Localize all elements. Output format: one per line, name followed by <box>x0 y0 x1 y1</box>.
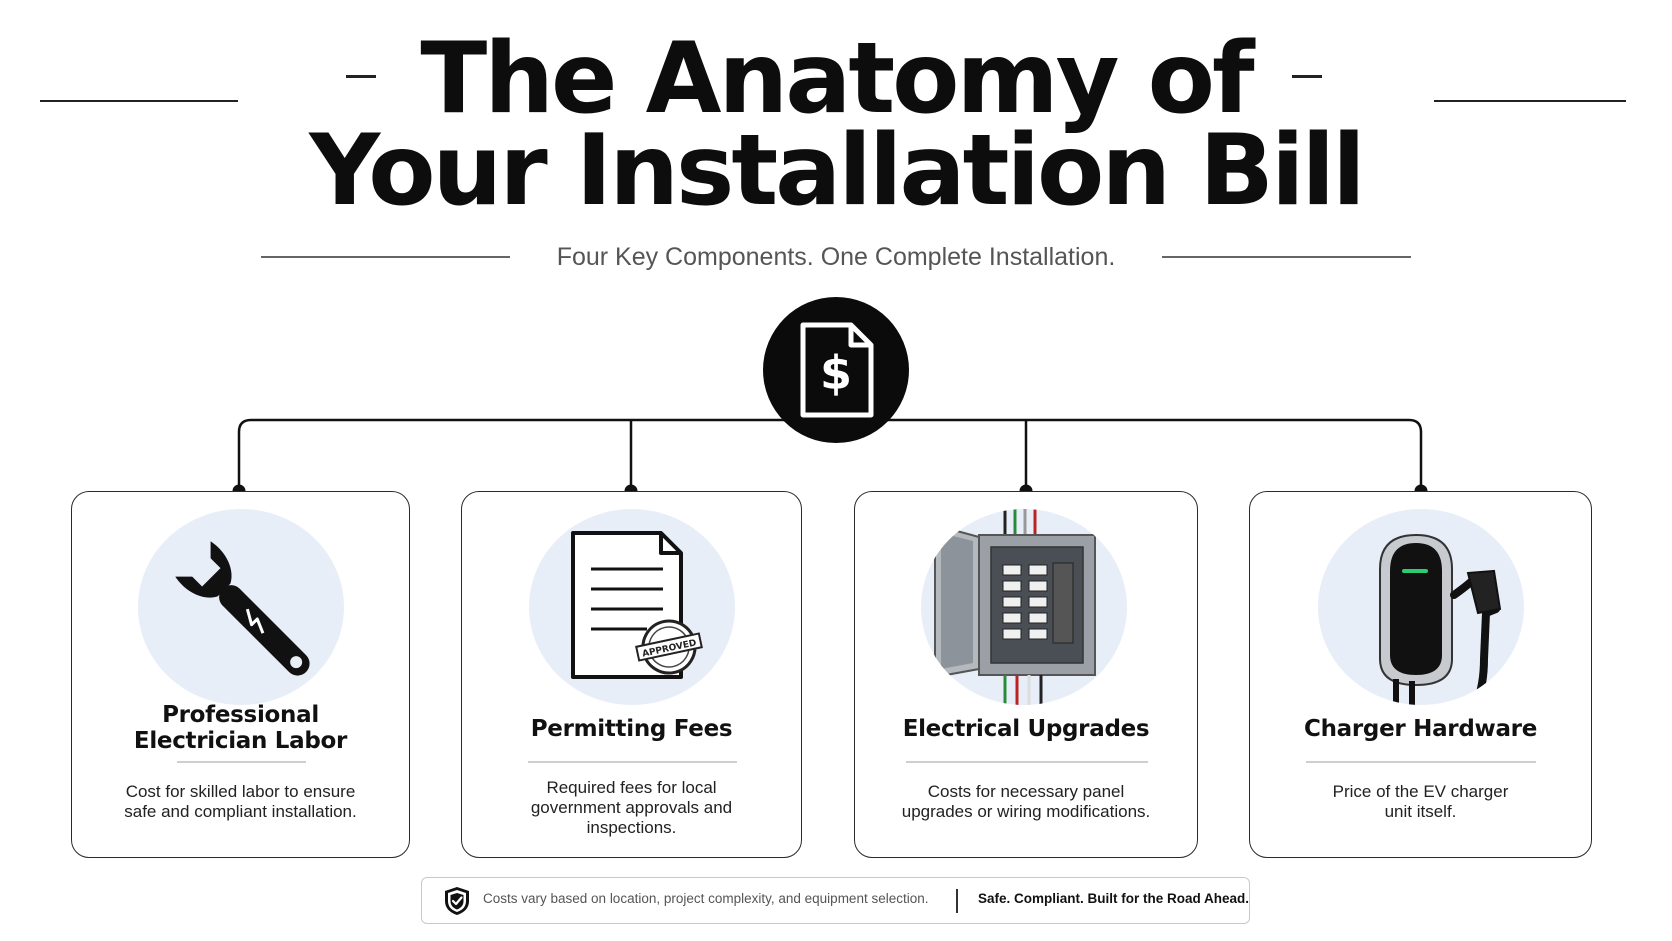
card-charger-hardware: Charger Hardware Price of the EV charger… <box>1249 491 1592 858</box>
card-icon-bubble <box>1318 509 1524 705</box>
page-title-line-1: The Anatomy of <box>420 22 1254 136</box>
card-divider <box>177 761 306 763</box>
card-electrician-labor: Professional Electrician Labor Cost for … <box>71 491 410 858</box>
card-desc-line-1: Price of the EV charger <box>1332 782 1509 801</box>
card-title-line-1: Professional <box>162 702 319 728</box>
card-icon-bubble <box>138 509 344 705</box>
title-rule-left <box>40 100 238 102</box>
card-desc-line-2: upgrades or wiring modifications. <box>901 802 1151 821</box>
subtitle-rule-left <box>261 256 510 258</box>
card-icon-bubble <box>921 509 1127 705</box>
svg-text:$: $ <box>820 346 852 400</box>
footer-tagline: Safe. Compliant. Built for the Road Ahea… <box>978 891 1250 906</box>
card-desc-line-1: Required fees for local <box>546 778 717 797</box>
card-title: Electrical Upgrades <box>902 716 1150 742</box>
card-electrical-upgrades: Electrical Upgrades Costs for necessary … <box>854 491 1198 858</box>
card-divider <box>528 761 737 763</box>
card-divider <box>1306 761 1536 763</box>
footer-divider <box>956 889 958 913</box>
card-title: Charger Hardware <box>1303 716 1538 742</box>
card-desc-line-3: inspections. <box>586 818 677 837</box>
card-permitting-fees: APPROVED Permitting Fees Required fees f… <box>461 491 802 858</box>
title-rule-inner-right <box>1292 75 1322 78</box>
invoice-dollar-icon: $ <box>763 297 909 443</box>
permit-document-icon: APPROVED <box>571 531 703 679</box>
card-desc-line-2: safe and compliant installation. <box>124 802 357 821</box>
card-desc-line-2: government approvals and <box>530 798 733 817</box>
footer-bar: Costs vary based on location, project co… <box>421 877 1250 924</box>
card-title: Permitting Fees <box>530 716 733 742</box>
card-desc-line-1: Costs for necessary panel <box>927 782 1125 801</box>
card-divider <box>906 761 1148 763</box>
page-title-line-2: Your Installation Bill <box>309 114 1366 228</box>
subtitle-rule-right <box>1162 256 1411 258</box>
card-icon-bubble: APPROVED <box>529 509 735 705</box>
title-rule-inner-left <box>346 75 376 78</box>
footer-note: Costs vary based on location, project co… <box>483 891 929 906</box>
wrench-icon <box>175 541 310 676</box>
ev-charger-icon <box>1379 533 1502 705</box>
page-subtitle: Four Key Components. One Complete Instal… <box>556 243 1116 271</box>
card-desc-line-2: unit itself. <box>1384 802 1457 821</box>
card-title-line-2: Electrician Labor <box>133 728 348 754</box>
electrical-panel-icon <box>934 509 1096 705</box>
card-desc-line-1: Cost for skilled labor to ensure <box>125 782 356 801</box>
shield-check-icon <box>442 885 472 921</box>
title-rule-right <box>1434 100 1626 102</box>
